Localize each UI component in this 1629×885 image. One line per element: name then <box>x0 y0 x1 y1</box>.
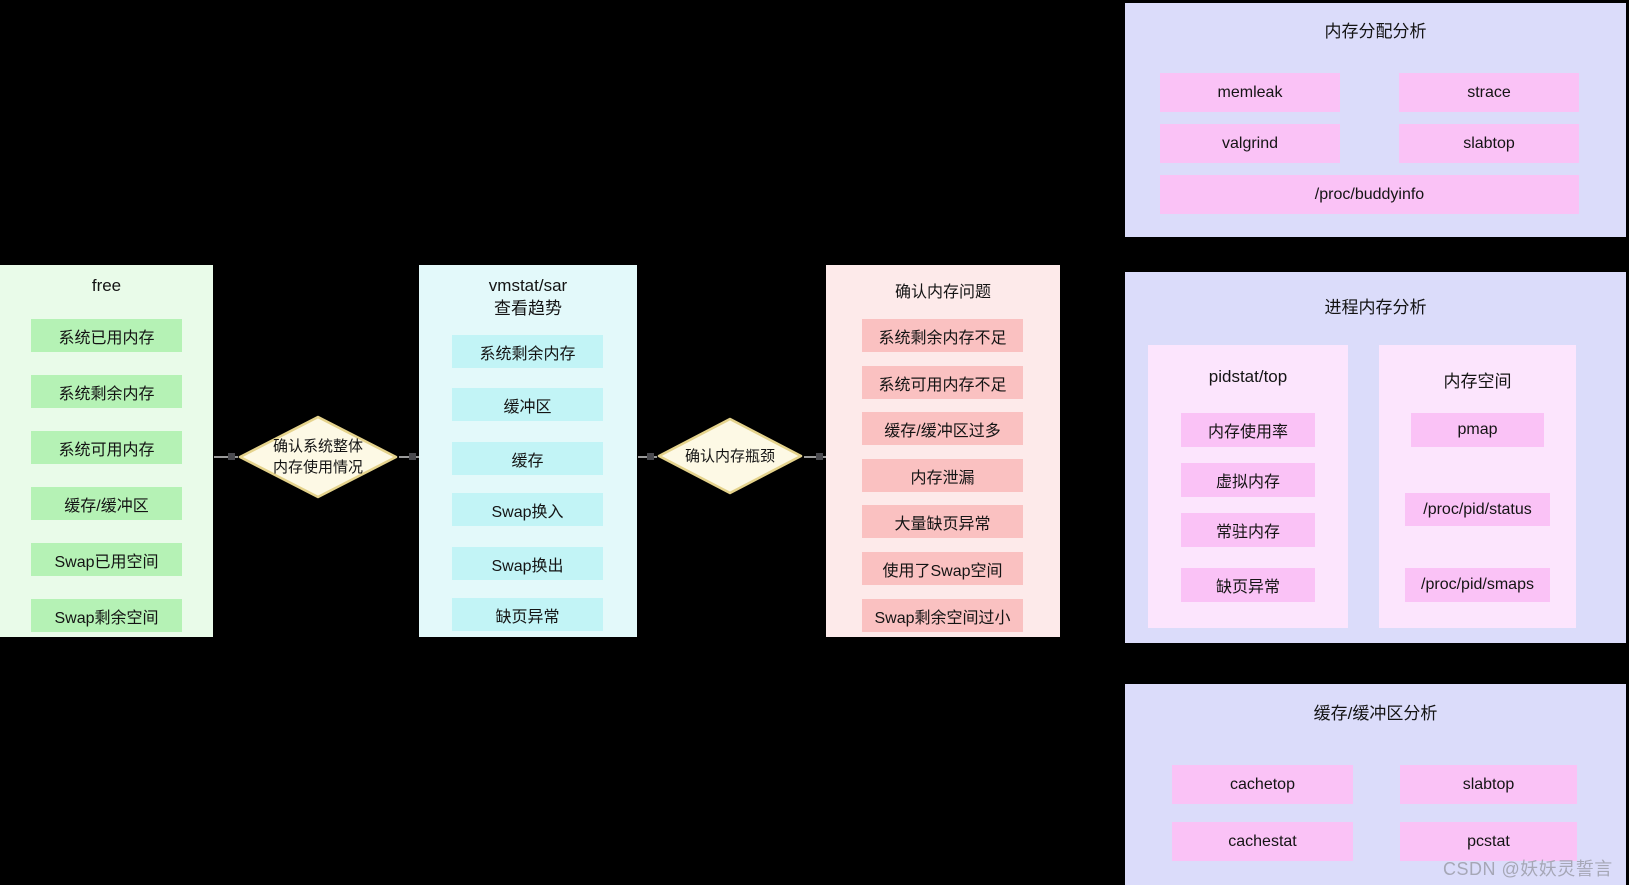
vmstat-item-cache: 缓存 <box>452 442 603 475</box>
arrow-decision2-to-problem <box>804 456 826 458</box>
vmstat-item-swap-out: Swap换出 <box>452 547 603 580</box>
diamond-shape-icon <box>657 417 803 495</box>
cache-title: 缓存/缓冲区分析 <box>1313 704 1438 723</box>
panel-vmstat-sar: vmstat/sar 查看趋势 系统剩余内存 缓冲区 缓存 Swap换入 Swa… <box>419 265 637 637</box>
problem-item-many-page-faults: 大量缺页异常 <box>862 505 1023 538</box>
decision1-line2: 内存使用情况 <box>272 459 363 476</box>
tool-slabtop-2: slabtop <box>1400 765 1577 804</box>
arrow-head-icon <box>816 453 823 460</box>
decision1-label: 确认系统整体 内存使用情况 <box>238 415 398 499</box>
tool-valgrind: valgrind <box>1160 124 1340 163</box>
decision2-label: 确认内存瓶颈 <box>657 417 803 495</box>
arrow-head-icon <box>228 453 235 460</box>
vmstat-item-buffer: 缓冲区 <box>452 388 603 421</box>
panel-process-memory-analysis: 进程内存分析 pidstat/top 内存使用率 虚拟内存 常驻内存 缺页异常 … <box>1125 272 1626 643</box>
metric-virtual-memory: 虚拟内存 <box>1181 463 1315 497</box>
decision-overall-memory-usage: 确认系统整体 内存使用情况 <box>238 415 398 499</box>
panel-vmstat-title: vmstat/sar 查看趋势 <box>419 274 637 320</box>
decision2-line1: 确认内存瓶颈 <box>684 447 775 465</box>
panel-cache-buffer-analysis: 缓存/缓冲区分析 cachetop slabtop cachestat pcst… <box>1125 684 1626 885</box>
tool-slabtop: slabtop <box>1399 124 1579 163</box>
vmstat-item-remaining-memory: 系统剩余内存 <box>452 335 603 368</box>
panel-free: free 系统已用内存 系统剩余内存 系统可用内存 缓存/缓冲区 Swap已用空… <box>0 265 213 637</box>
metric-resident-memory: 常驻内存 <box>1181 513 1315 547</box>
metric-memory-usage: 内存使用率 <box>1181 413 1315 447</box>
problem-item-swap-too-small: Swap剩余空间过小 <box>862 599 1023 632</box>
free-item-remaining-memory: 系统剩余内存 <box>31 375 182 408</box>
tool-proc-buddyinfo: /proc/buddyinfo <box>1160 175 1579 214</box>
metric-page-fault: 缺页异常 <box>1181 568 1315 602</box>
free-item-available-memory: 系统可用内存 <box>31 431 182 464</box>
alloc-title: 内存分配分析 <box>1324 22 1427 41</box>
panel-free-title: free <box>91 276 122 295</box>
free-item-used-memory: 系统已用内存 <box>31 319 182 352</box>
tool-strace: strace <box>1399 73 1579 112</box>
tool-cachetop: cachetop <box>1172 765 1353 804</box>
free-item-cache-buffer: 缓存/缓冲区 <box>31 487 182 520</box>
problem-item-cache-too-much: 缓存/缓冲区过多 <box>862 412 1023 445</box>
arrow-head-icon <box>409 453 416 460</box>
tool-cachestat: cachestat <box>1172 822 1353 861</box>
vmstat-title-line2: 查看趋势 <box>494 299 562 318</box>
tool-pcstat: pcstat <box>1400 822 1577 861</box>
problem-item-memory-leak: 内存泄漏 <box>862 459 1023 492</box>
diamond-shape-icon <box>238 415 398 499</box>
problem-item-remaining-insufficient: 系统剩余内存不足 <box>862 319 1023 352</box>
process-title: 进程内存分析 <box>1324 298 1427 317</box>
panel-memory-allocation-analysis: 内存分配分析 memleak strace valgrind slabtop /… <box>1125 3 1626 237</box>
vmstat-title-line1: vmstat/sar <box>488 276 568 295</box>
panel-problem-title: 确认内存问题 <box>894 284 991 301</box>
decision1-line1: 确认系统整体 <box>272 438 363 455</box>
tool-proc-pid-smaps: /proc/pid/smaps <box>1405 568 1550 602</box>
subpanel-memory-space: 内存空间 pmap /proc/pid/status /proc/pid/sma… <box>1379 345 1576 628</box>
free-item-swap-used: Swap已用空间 <box>31 543 182 576</box>
tool-pmap: pmap <box>1411 413 1544 447</box>
arrow-free-to-decision1 <box>214 456 238 458</box>
subpanel-pidstat-top: pidstat/top 内存使用率 虚拟内存 常驻内存 缺页异常 <box>1148 345 1348 628</box>
arrow-head-icon <box>647 453 654 460</box>
tool-proc-pid-status: /proc/pid/status <box>1405 493 1550 526</box>
vmstat-item-page-fault: 缺页异常 <box>452 598 603 631</box>
problem-item-swap-used: 使用了Swap空间 <box>862 552 1023 585</box>
memory-space-title: 内存空间 <box>1443 372 1512 391</box>
problem-item-available-insufficient: 系统可用内存不足 <box>862 366 1023 399</box>
free-item-swap-remaining: Swap剩余空间 <box>31 599 182 632</box>
vmstat-item-swap-in: Swap换入 <box>452 493 603 526</box>
tool-memleak: memleak <box>1160 73 1340 112</box>
decision-memory-bottleneck: 确认内存瓶颈 <box>657 417 803 495</box>
pidstat-top-title: pidstat/top <box>1208 367 1288 386</box>
panel-confirm-memory-problem: 确认内存问题 系统剩余内存不足 系统可用内存不足 缓存/缓冲区过多 内存泄漏 大… <box>826 265 1060 637</box>
csdn-watermark: CSDN @妖妖灵誓言 <box>1443 859 1613 879</box>
